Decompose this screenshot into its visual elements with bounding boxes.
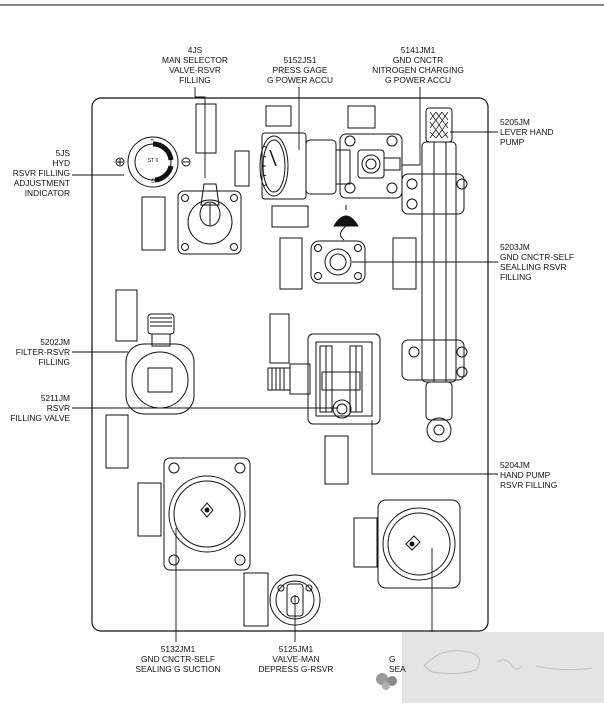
callout-line: PUMP [500, 137, 525, 147]
callout-line: FILLING [38, 357, 70, 367]
dust-cap [333, 205, 359, 241]
overlay-signature-mark [423, 650, 593, 675]
rsvr-filter [125, 313, 195, 415]
callout-line: LEVER HAND [500, 127, 554, 137]
callout-line: G [389, 654, 396, 664]
callout-line: 5JS [55, 148, 70, 158]
callout-line: FILTER-RSVR [15, 347, 70, 357]
callout-line: FILLING VALVE [10, 413, 70, 423]
callout-line: 5152JS1 [283, 55, 317, 65]
callout-line: NITROGEN CHARGING [372, 65, 464, 75]
callout-line: VALVE-RSVR [169, 65, 221, 75]
indicator-mark-bottom: 0 [151, 179, 155, 185]
callout-line: RSVR FILLING [12, 168, 70, 178]
callout-line: DEPRESS G-RSVR [258, 664, 334, 674]
callout-line: MAN SELECTOR [162, 55, 228, 65]
placards [105, 103, 417, 627]
callout-line: HYD [52, 158, 70, 168]
leader-lines [72, 87, 498, 642]
bottom-right-connector [377, 499, 461, 589]
panel-outline [91, 97, 489, 632]
callout-line: 4JS [187, 45, 203, 55]
callout-line: RSVR [46, 403, 70, 413]
callout-line: RSVR FILLING [500, 480, 558, 490]
callout-line: 5211JM [40, 393, 70, 403]
pressure-gage [259, 132, 351, 200]
callout-line: G POWER ACCU [266, 75, 334, 85]
callout-line: FILLING [179, 75, 211, 85]
callout-line: 5132JM1 [160, 644, 196, 654]
callout-line: 5204JM [500, 460, 530, 470]
rsvr-filling-connector [310, 240, 366, 284]
callout-line: FILLING [500, 272, 532, 282]
callout-line: 5141JM1 [400, 45, 436, 55]
coin-marks [376, 673, 397, 690]
hand-pump-assembly [267, 333, 381, 425]
callout-line: INDICATOR [24, 188, 70, 198]
callout-line: SEA [389, 664, 406, 674]
callout-line: 5205JM [500, 117, 530, 127]
callout-line: 5202JM [40, 337, 70, 347]
callout-line: GND CNCTR-SELF [141, 654, 215, 664]
callout-line: GND CNCTR-SELF [500, 252, 574, 262]
callout-line: SEALING G SUCTION [135, 664, 221, 674]
callout-line: 5203JM [500, 242, 530, 252]
adjustment-indicator [115, 136, 191, 188]
callout-line: VALVE-MAN [272, 654, 320, 664]
callout-line: HAND PUMP [500, 470, 551, 480]
callout-line: PRESS GAGE [272, 65, 328, 75]
suction-connector [163, 457, 251, 571]
callout-line: 5125JM1 [278, 644, 314, 654]
obscuring-overlay [402, 632, 604, 703]
callout-line: GND CNCTR [392, 55, 444, 65]
indicator-mark-mid: ST 0 [147, 158, 159, 164]
indicator-mark-top: + [150, 138, 154, 144]
callout-line: ADJUSTMENT [13, 178, 70, 188]
nitrogen-connector [339, 133, 403, 199]
selector-valve [177, 183, 242, 255]
lever-hand-pump [401, 107, 468, 443]
callout-line: G POWER ACCU [384, 75, 452, 85]
callout-line: SEALLING RSVR [500, 262, 567, 272]
